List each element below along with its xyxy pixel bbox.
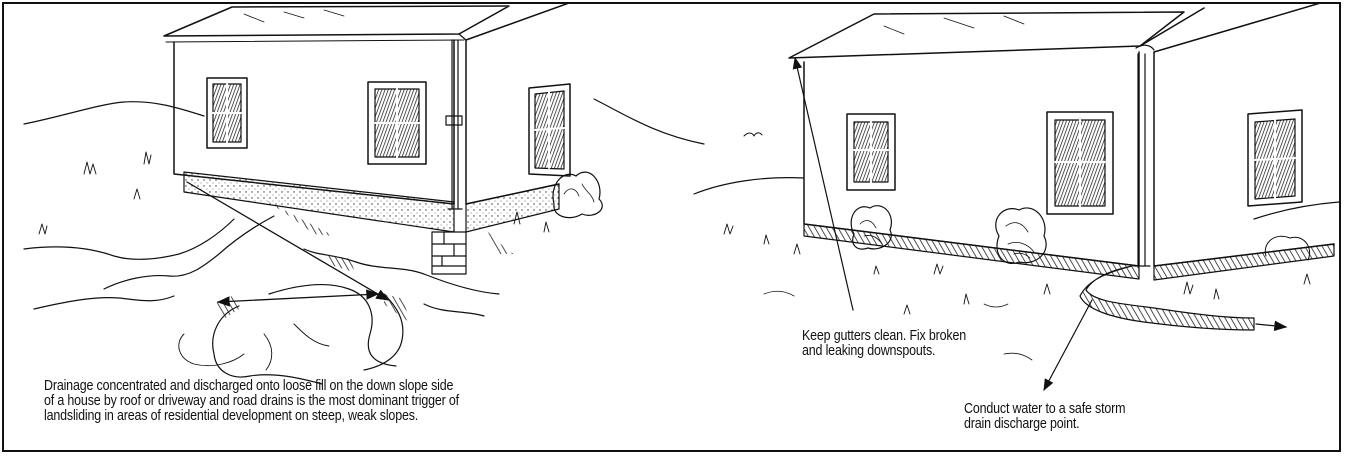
window xyxy=(847,114,895,190)
downspout xyxy=(1134,54,1150,266)
bush xyxy=(553,172,602,218)
crack-width-arrow xyxy=(218,294,378,302)
gutter-callout: Keep gutters clean. Fix broken and leaki… xyxy=(802,329,966,359)
hill-line xyxy=(594,99,704,144)
storm-callout: Conduct water to a safe storm drain disc… xyxy=(964,402,1125,432)
gutter-callout-line: and leaking downspouts. xyxy=(802,344,966,359)
gutter-callout-line: Keep gutters clean. Fix broken xyxy=(802,329,966,344)
foundation xyxy=(804,224,1139,279)
storm-callout-line: Conduct water to a safe storm xyxy=(964,402,1125,417)
window xyxy=(1248,110,1302,206)
right-scene xyxy=(694,4,1339,390)
pier xyxy=(432,232,466,274)
storm-callout-arrow xyxy=(1044,300,1092,390)
outflow-arrow xyxy=(1256,324,1286,327)
left-caption-line: Drainage concentrated and discharged ont… xyxy=(44,379,459,394)
foundation xyxy=(184,172,454,232)
left-caption-line: of a house by roof or driveway and road … xyxy=(44,394,459,409)
window xyxy=(368,82,426,164)
window xyxy=(529,84,570,176)
left-scene xyxy=(24,4,704,384)
left-caption: Drainage concentrated and discharged ont… xyxy=(44,379,459,424)
left-caption-line: landsliding in areas of residential deve… xyxy=(44,409,459,424)
roof xyxy=(164,6,509,36)
hill-line xyxy=(24,102,204,124)
storm-callout-line: drain discharge point. xyxy=(964,417,1125,432)
hill-line xyxy=(694,178,804,194)
roof xyxy=(789,12,1184,58)
window xyxy=(1047,112,1113,214)
window xyxy=(207,78,247,148)
slope-crack xyxy=(24,219,234,259)
